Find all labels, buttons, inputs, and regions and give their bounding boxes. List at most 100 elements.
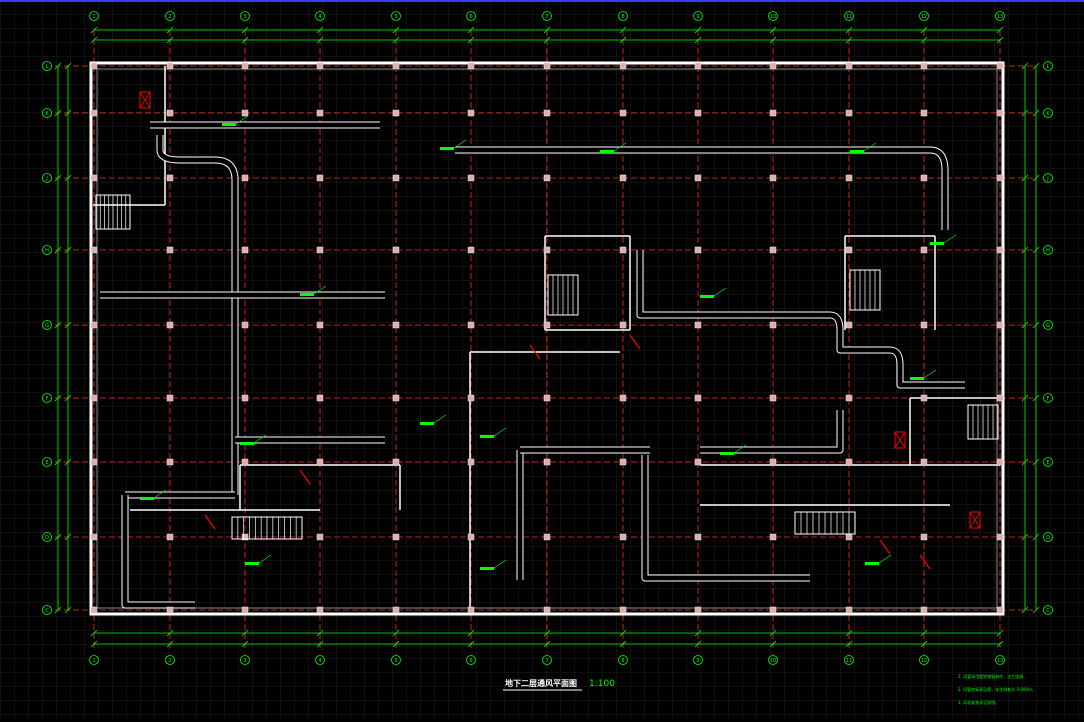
column-icon bbox=[90, 109, 98, 117]
axis-bubble bbox=[165, 11, 175, 21]
note-1: 1. 风管采用镀锌钢板制作，法兰连接。 bbox=[958, 673, 1027, 679]
column-icon bbox=[90, 533, 98, 541]
axis-bubble bbox=[1043, 108, 1053, 118]
duct-tag-leader bbox=[493, 427, 507, 437]
dim-tick bbox=[1021, 458, 1029, 466]
axis-bubble-label: E bbox=[1046, 460, 1049, 466]
dim-tick bbox=[543, 36, 551, 44]
axis-bubble bbox=[1043, 61, 1053, 71]
duct-tag-9 bbox=[140, 497, 154, 500]
duct-tag-3 bbox=[600, 150, 614, 153]
column-icon bbox=[619, 533, 627, 541]
axis-bubble-label: J bbox=[1046, 176, 1048, 182]
dim-tick bbox=[64, 533, 72, 541]
duct-top-right-inner bbox=[455, 147, 948, 230]
column-icon bbox=[90, 62, 98, 70]
column-icon bbox=[316, 458, 324, 466]
column-icon bbox=[845, 394, 853, 402]
axis-bubble-label: 13 bbox=[997, 658, 1003, 664]
column-icon bbox=[467, 533, 475, 541]
axis-bubble bbox=[42, 61, 52, 71]
column-icon bbox=[543, 606, 551, 614]
column-icon bbox=[392, 109, 400, 117]
axis-bubble-label: D bbox=[45, 535, 49, 541]
dim-tick bbox=[241, 640, 249, 648]
column-icon bbox=[241, 174, 249, 182]
dim-tick bbox=[316, 640, 324, 648]
axis-bubble-label: G bbox=[1046, 323, 1050, 329]
column-icon bbox=[316, 109, 324, 117]
dim-tick bbox=[166, 640, 174, 648]
column-icon bbox=[467, 606, 475, 614]
duct-tag-6 bbox=[420, 422, 434, 425]
dim-tick bbox=[1032, 246, 1040, 254]
column-icon bbox=[920, 246, 928, 254]
note-2: 2. 风管底标高见图，未注明者为-3.000m。 bbox=[958, 686, 1036, 692]
dim-tick bbox=[54, 174, 62, 182]
axis-bubble bbox=[768, 11, 778, 21]
axis-bubble bbox=[1043, 605, 1053, 615]
axis-bubble bbox=[1043, 532, 1053, 542]
axis-bubble-label: 3 bbox=[243, 658, 246, 664]
axis-bubble bbox=[42, 393, 52, 403]
column-icon bbox=[467, 174, 475, 182]
dim-tick bbox=[392, 640, 400, 648]
column-icon bbox=[694, 62, 702, 70]
column-icon bbox=[392, 321, 400, 329]
fan-icon bbox=[139, 91, 151, 109]
column-icon bbox=[467, 458, 475, 466]
duct-tag-0 bbox=[222, 123, 236, 126]
column-icon bbox=[694, 606, 702, 614]
column-icon bbox=[996, 606, 1004, 614]
axis-bubble bbox=[42, 320, 52, 330]
axis-bubble bbox=[618, 11, 628, 21]
dim-tick bbox=[241, 629, 249, 637]
dim-tick bbox=[166, 26, 174, 34]
column-icon bbox=[694, 458, 702, 466]
dim-tick bbox=[1021, 533, 1029, 541]
column-icon bbox=[241, 62, 249, 70]
stair-top-left bbox=[95, 194, 131, 230]
damper-3 bbox=[919, 554, 931, 570]
column-icon bbox=[166, 533, 174, 541]
column-icon bbox=[316, 321, 324, 329]
column-icon bbox=[392, 62, 400, 70]
column-icon bbox=[845, 109, 853, 117]
column-icon bbox=[467, 321, 475, 329]
column-icon bbox=[920, 321, 928, 329]
dim-tick bbox=[920, 629, 928, 637]
axis-bubble-label: 13 bbox=[997, 14, 1003, 20]
column-icon bbox=[996, 109, 1004, 117]
axis-bubble bbox=[240, 11, 250, 21]
dim-tick bbox=[54, 606, 62, 614]
axis-bubble bbox=[391, 11, 401, 21]
column-icon bbox=[845, 533, 853, 541]
duct-tag-leader bbox=[433, 414, 447, 424]
axis-bubble bbox=[42, 245, 52, 255]
axis-bubble bbox=[693, 655, 703, 665]
dim-tick bbox=[1021, 394, 1029, 402]
column-icon bbox=[619, 174, 627, 182]
column-icon bbox=[619, 458, 627, 466]
axis-bubble-label: C bbox=[1046, 608, 1050, 614]
note-3: 3. 风机安装详见说明。 bbox=[958, 699, 999, 705]
dim-tick bbox=[543, 629, 551, 637]
column-icon bbox=[392, 394, 400, 402]
axis-bubble-label: 2 bbox=[168, 658, 171, 664]
axis-bubble bbox=[995, 655, 1005, 665]
duct-tag-leader bbox=[713, 287, 727, 297]
stair-bottom-right bbox=[794, 511, 856, 535]
axis-bubble-label: G bbox=[45, 323, 49, 329]
dim-tick bbox=[467, 640, 475, 648]
axis-bubble bbox=[165, 655, 175, 665]
duct-tag-13 bbox=[865, 562, 879, 565]
dim-tick bbox=[920, 26, 928, 34]
column-icon bbox=[996, 62, 1004, 70]
axis-bubble-label: 5 bbox=[394, 14, 397, 20]
duct-tag-leader bbox=[923, 369, 937, 379]
column-icon bbox=[166, 606, 174, 614]
axis-bubble bbox=[466, 655, 476, 665]
axis-bubble-label: F bbox=[1047, 396, 1050, 402]
